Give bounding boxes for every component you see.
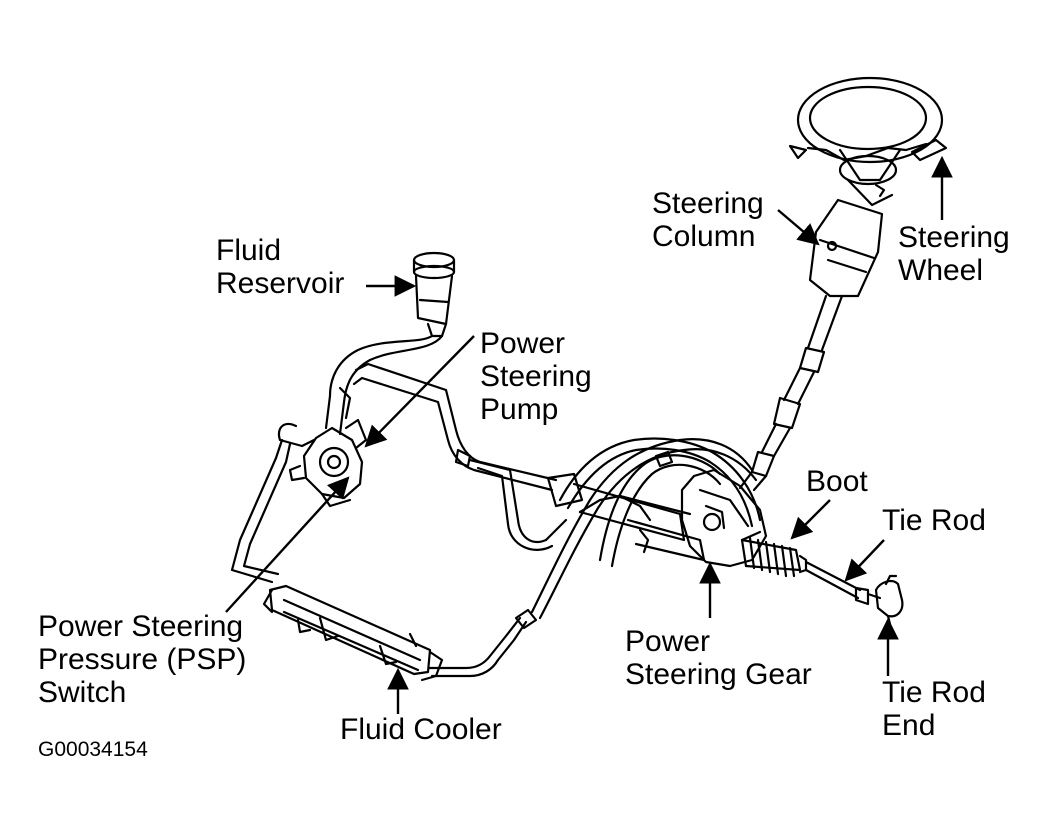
boot-label-line-1: Boot <box>806 465 868 498</box>
tie-rod-label-line-1: Tie Rod <box>882 504 986 537</box>
power-steering-pump-label: Power Steering Pump <box>480 327 592 426</box>
boot-drawing <box>740 536 808 578</box>
steering-column-drawing <box>738 198 884 492</box>
gear-hoses <box>530 437 762 620</box>
fluid-cooler-label-line-1: Fluid Cooler <box>340 713 502 746</box>
fluid-reservoir-label-line-1: Fluid <box>216 234 282 267</box>
tie-rod-drawing <box>804 560 904 626</box>
power-steering-pump-label-line-1: Power <box>480 327 566 360</box>
power-steering-gear-label-line-1: Power <box>625 625 711 658</box>
tie-rod-arrow <box>844 539 885 582</box>
pump-hoses <box>230 334 568 584</box>
boot-arrow <box>790 499 831 540</box>
steering-column-label-line-2: Column <box>652 220 756 253</box>
steering-wheel-label: Steering Wheel <box>898 221 1010 287</box>
fluid-cooler-drawing <box>262 584 538 682</box>
psp-switch-label-line-3: Switch <box>38 676 127 709</box>
power-steering-pump-arrow <box>364 335 475 448</box>
tie-rod-end-label-line-2: End <box>882 709 936 742</box>
psp-switch-arrow <box>225 476 350 613</box>
steering-wheel-label-line-2: Wheel <box>898 254 984 287</box>
steering-column-label: Steering Column <box>652 187 764 253</box>
fluid-cooler-label: Fluid Cooler <box>340 713 502 746</box>
fluid-reservoir-label-line-2: Reservoir <box>216 267 345 300</box>
boot-label: Boot <box>806 465 868 498</box>
power-steering-pump-drawing <box>288 418 368 508</box>
steering-column-label-line-1: Steering <box>652 187 764 220</box>
tie-rod-label: Tie Rod <box>882 504 986 537</box>
psp-switch-label: Power Steering Pressure (PSP) Switch <box>38 610 246 709</box>
fluid-reservoir-label: Fluid Reservoir <box>216 234 344 300</box>
power-steering-pump-label-line-3: Pump <box>480 393 559 426</box>
power-steering-pump-label-line-2: Steering <box>480 360 592 393</box>
fluid-reservoir-drawing <box>412 251 456 338</box>
power-steering-gear-label-line-2: Steering Gear <box>625 658 812 691</box>
power-steering-gear-label: Power Steering Gear <box>625 625 812 691</box>
tie-rod-end-label: Tie Rod End <box>882 676 986 742</box>
tie-rod-end-label-line-1: Tie Rod <box>882 676 986 709</box>
steering-column-arrow <box>777 209 820 246</box>
steering-wheel-label-line-1: Steering <box>898 221 1010 254</box>
psp-switch-label-line-2: Pressure (PSP) <box>38 643 247 676</box>
psp-switch-label-line-1: Power Steering <box>38 610 244 643</box>
figure-id: G00034154 <box>38 738 148 761</box>
steering-wheel-drawing <box>788 76 948 207</box>
